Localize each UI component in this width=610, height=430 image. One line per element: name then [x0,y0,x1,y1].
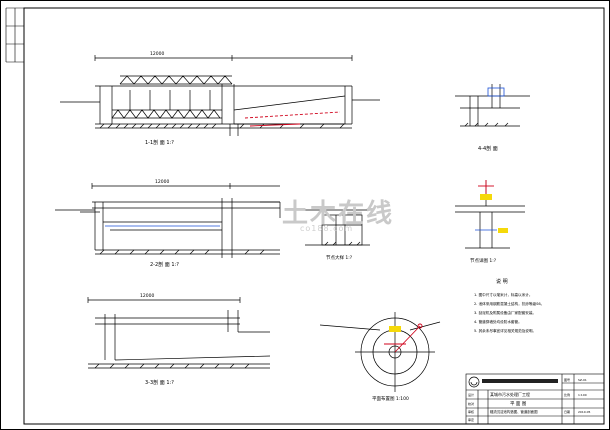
tb-value-2: 1:100 [578,393,587,397]
detail-b-red-elements [478,180,494,194]
company-name-bar [482,379,558,383]
section-4-4-title: 4-4剖 面 [478,145,498,152]
tb-label-5: 图号 [564,377,570,382]
tb-label-3: 审核 [468,409,474,414]
note-line-2: 2. 池体采用钢筋混凝土结构，抗渗等级S6。 [474,301,544,306]
title-block [465,373,605,425]
watermark: 土木在线 [282,199,395,229]
notes-title: 说 明 [496,278,508,285]
detail-a [305,209,370,246]
title-block-logo [468,376,480,388]
tb-label-1: 设计 [468,392,474,397]
note-line-3: 3. 刮泥机及附属设备由厂家配套安装。 [474,310,536,315]
plan-title: 平面布置图 1:100 [372,395,409,402]
drawing-description: 辐流沉淀池构造图、管道剖面图 [490,409,538,414]
dim-overall-1: 12000 [150,51,164,57]
tb-label-4: 审定 [468,417,474,422]
detail-b-yellow-elements [480,194,508,233]
tb-value-1: SZ-01 [578,378,587,382]
section-2-2-title: 2-2剖 面 1:? [150,261,179,268]
watermark-sub: co188.com [300,224,354,233]
section-2-2 [55,183,281,258]
dim-overall-2: 12000 [155,179,169,185]
section-4-4-blue-elements [487,87,505,97]
revision-strip [5,7,24,63]
detail-a-title: 节点大样 1:? [326,254,353,261]
plan-red-elements [384,323,423,353]
project-name: 某城市污水处理厂工程 [490,391,530,397]
note-line-4: 4. 管道穿墙处均设防水套管。 [474,319,522,324]
tb-label-7: 日期 [564,409,570,414]
notes-block: 说 明 1. 图中尺寸以毫米计，标高以米计。 2. 池体采用钢筋混凝土结构，抗渗… [474,278,544,333]
section-1-1-title: 1-1剖 面 1:? [145,139,174,146]
note-line-1: 1. 图中尺寸以毫米计，标高以米计。 [474,292,532,297]
detail-b-title: 节点详图 1:? [470,257,497,264]
plan-yellow-elements [389,326,401,332]
section-1-1 [60,55,380,136]
frame-border [23,7,605,425]
tb-label-2: 校对 [468,401,474,406]
section-3-3-title: 3-3剖 面 1:? [145,379,174,386]
section-3-3 [87,297,271,369]
dim-overall-3: 12000 [140,293,154,299]
note-line-5: 5. 其余未尽事宜详见相关规范及说明。 [474,328,536,333]
drawing-title: 平 面 图 [510,401,527,407]
tb-label-6: 比例 [564,392,570,397]
section-1-1-red-elements [244,111,341,127]
tb-value-3: 2010.05 [578,410,590,414]
